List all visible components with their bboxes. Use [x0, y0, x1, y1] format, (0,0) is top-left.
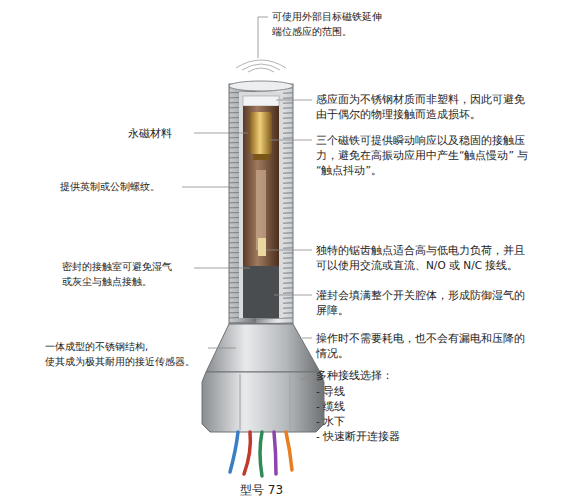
- callout-label: 三个磁铁可提供瞬动响应以及稳固的接触压 力，避免在高振动应用中产生“触点慢动” …: [316, 133, 538, 179]
- field-waves: [236, 60, 286, 72]
- magnet: [250, 112, 272, 154]
- hex-body: [202, 372, 324, 432]
- callout-label: - 导线: [316, 384, 516, 399]
- callout-label: 灌封会填满整个开关腔体，形成防御湿气的 屏障。: [316, 288, 538, 318]
- potting: [243, 266, 279, 318]
- callout-label: 操作时不需要耗电，也不会有漏电和压降的 情况。: [316, 331, 538, 361]
- callout-label: 可使用外部目标磁铁延伸 端位感应的范围。: [272, 10, 397, 39]
- callout-label: 提供英制或公制螺纹。: [60, 180, 180, 195]
- callout-label: - 水下: [316, 414, 516, 429]
- lead-wires: [230, 432, 292, 476]
- cutaway: [239, 92, 283, 318]
- callout-label: - 快速断开连接器: [316, 429, 516, 444]
- leader-lines: [182, 17, 312, 380]
- callout-label: 独特的锯齿触点适合高与低电力负荷，并且 可以使用交流或直流、N/O 或 N/C …: [316, 243, 538, 273]
- threaded-housing: [229, 84, 293, 324]
- callout-label: 多种接线选择：: [316, 368, 516, 383]
- callout-label: 永磁材料: [128, 126, 192, 141]
- callout-label: - 缆线: [316, 399, 516, 414]
- callout-label: 密封的接触室可避免湿气 或灰尘与触点接触。: [62, 260, 190, 289]
- contact-chamber: [243, 106, 279, 266]
- callout-label: 一体成型的不锈钢结构, 使其成为极其耐用的接近传感器。: [45, 340, 205, 369]
- callout-label: 感应面为不锈钢材质而非塑料，因此可避免 由于偶尔的物理接触而造成损坏。: [316, 92, 538, 122]
- figure-caption: 型号 73: [240, 482, 283, 499]
- cone-body: [206, 324, 320, 372]
